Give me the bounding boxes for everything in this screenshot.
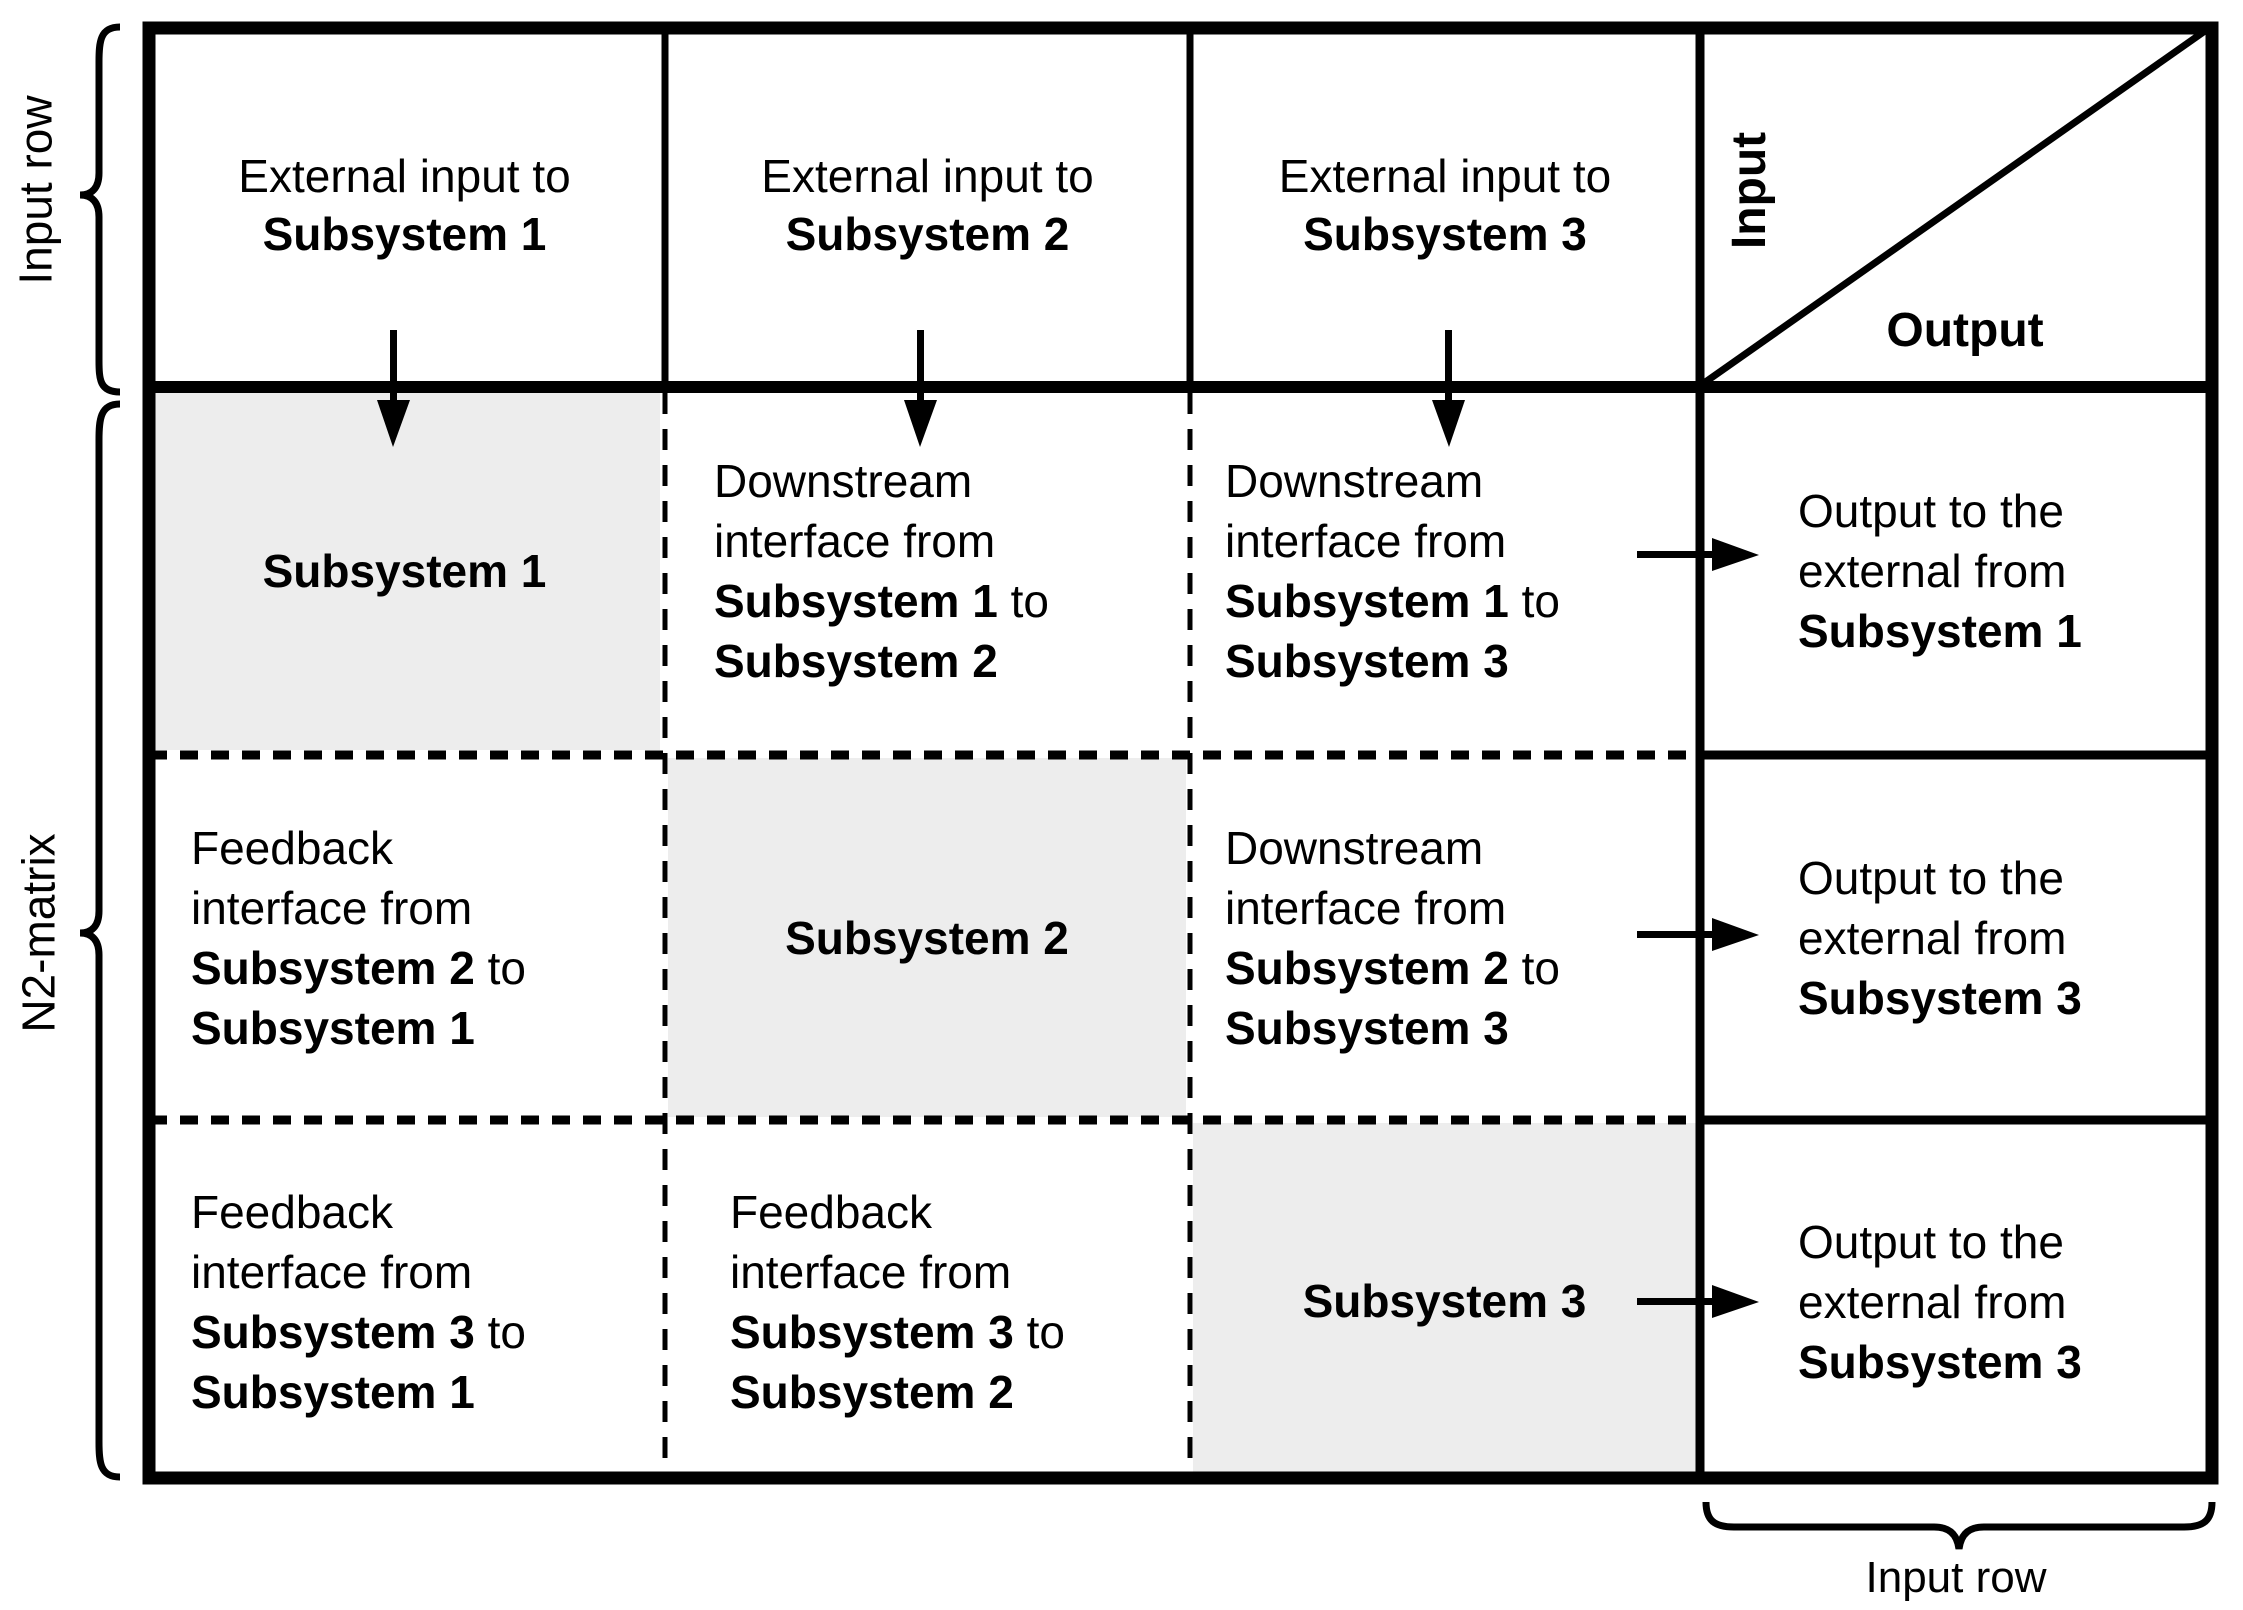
right-arrow-r2: [1637, 918, 1759, 951]
header-pre-text: External input to: [238, 150, 571, 202]
header-cell-subsystem1: External input to Subsystem 1: [150, 30, 659, 380]
diagonal-cell-label: Subsystem 3: [1302, 1274, 1587, 1327]
output-line: external from: [1798, 1275, 2067, 1328]
header-subsystem-name: Subsystem 1: [262, 208, 547, 260]
interface-line: Subsystem 3 to: [730, 1305, 1065, 1358]
output-line: Subsystem 3: [1798, 971, 2082, 1024]
output-line: Output to the: [1798, 851, 2064, 904]
arrow-shaft: [1637, 551, 1714, 558]
io-diagonal-line: [1701, 23, 2215, 386]
header-cell-subsystem3: External input to Subsystem 3: [1197, 30, 1693, 380]
output-cell-r1: Output to the external from Subsystem 1: [1706, 392, 2212, 750]
output-line: external from: [1798, 911, 2067, 964]
output-cell-r3: Output to the external from Subsystem 3: [1706, 1126, 2212, 1477]
interface-line: interface from: [1225, 881, 1507, 934]
arrow-head: [904, 400, 937, 447]
matrix-cell-r1c3: Downstream interface from Subsystem 1 to…: [1197, 392, 1693, 750]
interface-line: interface from: [714, 515, 996, 567]
output-line: Output to the: [1798, 485, 2064, 537]
matrix-cell-subsystem3: Subsystem 3: [1193, 1123, 1696, 1478]
output-line: Subsystem 3: [1798, 1335, 2082, 1388]
interface-line: Downstream: [714, 455, 973, 507]
header-cell-subsystem2: External input to Subsystem 2: [672, 30, 1183, 380]
brace-n2-matrix: [79, 400, 121, 1481]
interface-line: Feedback: [191, 1185, 394, 1238]
down-arrow-subsystem1: [377, 330, 410, 447]
matrix-cell-subsystem1: Subsystem 1: [149, 392, 660, 750]
interface-line: Subsystem 3 to: [191, 1305, 526, 1358]
interface-line: interface from: [191, 1245, 473, 1298]
interface-line: interface from: [1225, 515, 1507, 567]
matrix-cell-r1c2: Downstream interface from Subsystem 1 to…: [672, 392, 1183, 750]
arrow-head: [377, 400, 410, 447]
interface-line: Feedback: [730, 1185, 933, 1238]
interface-line: Subsystem 3: [1225, 1001, 1509, 1054]
arrow-shaft: [390, 330, 397, 404]
arrow-shaft: [1637, 931, 1714, 938]
arrow-shaft: [917, 330, 924, 404]
matrix-cell-subsystem2: Subsystem 2: [668, 758, 1186, 1117]
matrix-cell-r2c1: Feedback interface from Subsystem 2 to S…: [149, 760, 660, 1115]
interface-line: Subsystem 1 to: [1225, 575, 1560, 627]
io-output-label: Output: [1886, 303, 2044, 357]
down-arrow-subsystem2: [904, 330, 937, 447]
interface-line: Subsystem 3: [1225, 635, 1509, 687]
output-line: Subsystem 1: [1798, 605, 2082, 657]
label-input-row-bottom: Input row: [1865, 1553, 2047, 1602]
interface-line: Subsystem 1: [191, 1001, 475, 1054]
interface-line: Downstream: [1225, 455, 1484, 507]
output-cell-r2: Output to the external from Subsystem 3: [1706, 760, 2212, 1115]
interface-line: interface from: [730, 1245, 1012, 1298]
interface-line: interface from: [191, 881, 473, 934]
interface-line: Subsystem 2 to: [1225, 941, 1560, 994]
header-pre-text: External input to: [761, 150, 1094, 202]
output-line: external from: [1798, 545, 2067, 597]
arrow-head: [1432, 400, 1465, 447]
interface-line: Subsystem 1 to: [714, 575, 1049, 627]
matrix-cell-r2c3: Downstream interface from Subsystem 2 to…: [1197, 760, 1693, 1115]
interface-line: Feedback: [191, 821, 394, 874]
interface-line: Subsystem 1: [191, 1365, 475, 1418]
header-subsystem-name: Subsystem 3: [1303, 208, 1587, 260]
matrix-cell-r3c1: Feedback interface from Subsystem 3 to S…: [149, 1126, 660, 1477]
header-pre-text: External input to: [1278, 150, 1612, 202]
arrow-head: [1712, 918, 1759, 951]
right-arrow-r3: [1637, 1285, 1759, 1318]
arrow-head: [1712, 1285, 1759, 1318]
header-subsystem-name: Subsystem 2: [785, 208, 1070, 260]
interface-line: Downstream: [1225, 821, 1484, 874]
output-line: Output to the: [1798, 1215, 2064, 1268]
interface-line: Subsystem 2 to: [191, 941, 526, 994]
brace-input-row-bottom: [1702, 1501, 2216, 1550]
arrow-shaft: [1637, 1298, 1714, 1305]
right-arrow-r1: [1637, 538, 1759, 571]
interface-line: Subsystem 2: [730, 1365, 1014, 1418]
diagonal-cell-label: Subsystem 1: [262, 545, 547, 597]
interface-line: Subsystem 2: [714, 635, 998, 687]
diagonal-cell-label: Subsystem 2: [785, 911, 1069, 964]
down-arrow-subsystem3: [1432, 330, 1465, 447]
arrow-shaft: [1445, 330, 1452, 404]
brace-input-row: [79, 23, 121, 396]
matrix-cell-r3c2: Feedback interface from Subsystem 3 to S…: [672, 1126, 1183, 1477]
arrow-head: [1712, 538, 1759, 571]
